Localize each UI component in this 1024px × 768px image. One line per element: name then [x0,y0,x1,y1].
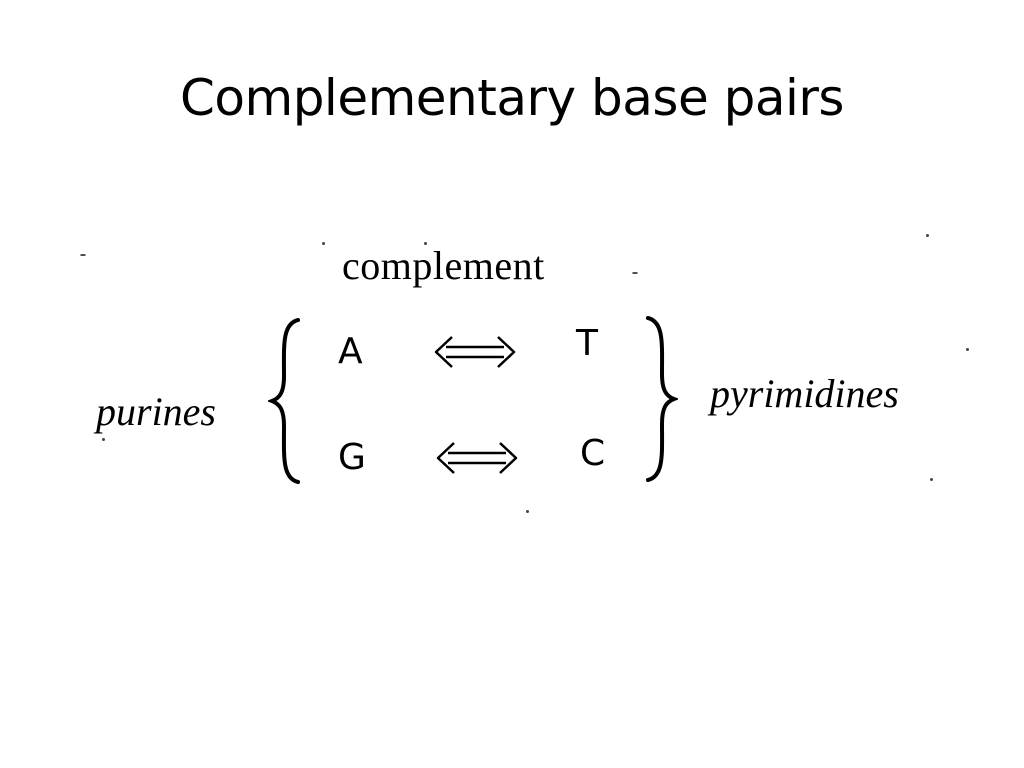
purines-label: purines [96,389,216,434]
scan-speck [102,438,105,441]
scan-speck [424,242,427,245]
right-curly-brace [646,316,678,482]
scan-speck [632,272,638,274]
base-c: C [580,433,606,474]
scan-speck [926,234,929,237]
slide-title: Complementary base pairs [179,69,845,127]
double-headed-double-arrow-icon [436,442,518,474]
pyrimidines-label: pyrimidines [710,371,899,416]
base-t: T [576,323,598,364]
scan-speck [526,510,529,513]
base-a: A [338,331,363,372]
scan-speck [966,348,969,351]
base-pair-figure: complement purines pyrimidines A T G C [60,220,969,520]
double-headed-double-arrow-icon [434,336,516,368]
scan-speck [322,242,325,245]
scan-speck [930,478,933,481]
left-curly-brace [268,318,300,484]
scan-speck [80,254,86,256]
complement-label: complement [342,243,545,288]
base-g: G [338,437,366,478]
